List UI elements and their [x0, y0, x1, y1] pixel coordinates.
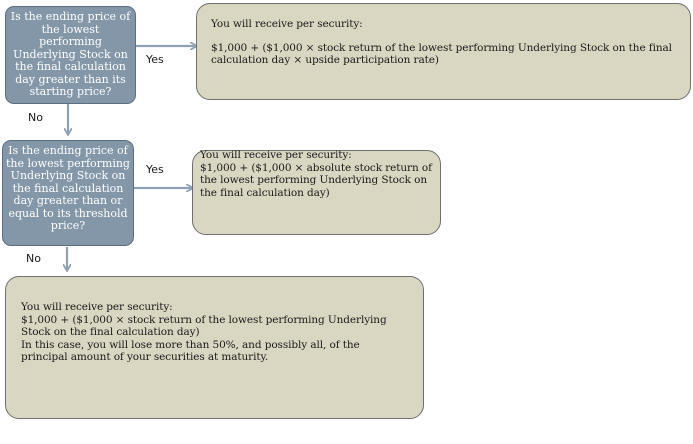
no-label-2: No	[26, 252, 41, 265]
question-2-text: Is the ending price of the lowest perfor…	[6, 144, 130, 232]
question-box-2: Is the ending price of the lowest perfor…	[2, 140, 134, 246]
answer-box-1: You will receive per security: $1,000 + …	[196, 3, 691, 100]
yes-label-1: Yes	[146, 53, 164, 66]
no-label-1: No	[28, 111, 43, 124]
answer-1-formula: $1,000 + ($1,000 × stock return of the l…	[211, 41, 672, 67]
answer-3-formula: $1,000 + ($1,000 × stock return of the l…	[21, 313, 387, 339]
yes-label-2: Yes	[146, 163, 164, 176]
answer-box-3: You will receive per security: $1,000 + …	[5, 276, 424, 419]
answer-2-formula: $1,000 + ($1,000 × absolute stock return…	[200, 161, 432, 199]
answer-3-heading: You will receive per security:	[21, 301, 173, 313]
answer-3-note: In this case, you will lose more than 50…	[21, 338, 360, 364]
answer-1-heading: You will receive per security:	[211, 18, 363, 30]
question-1-text: Is the ending price of the lowest perfor…	[10, 10, 131, 98]
question-box-1: Is the ending price of the lowest perfor…	[5, 6, 136, 104]
answer-2-heading: You will receive per security:	[200, 149, 352, 161]
answer-box-2: You will receive per security: $1,000 + …	[192, 149, 441, 235]
